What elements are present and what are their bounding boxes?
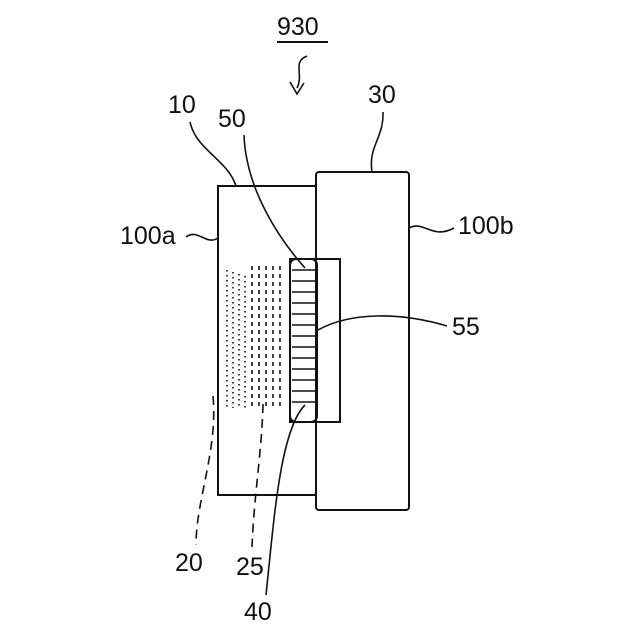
leader-50: [244, 135, 305, 268]
label-100b: 100b: [458, 212, 514, 240]
leader-100b: [409, 226, 454, 232]
label-50: 50: [218, 105, 246, 133]
leader-40: [266, 405, 305, 595]
leader-100a: [186, 234, 218, 240]
leader-30: [371, 112, 383, 172]
label-40: 40: [244, 598, 272, 626]
substrate-30: [316, 172, 409, 510]
leader-55: [318, 316, 447, 330]
substrate-10: [218, 186, 316, 495]
label-30: 30: [368, 81, 396, 109]
label-55: 55: [452, 313, 480, 341]
label-25: 25: [236, 553, 264, 581]
arrow-930: [297, 56, 307, 88]
label-10: 10: [168, 91, 196, 119]
label-20: 20: [175, 549, 203, 577]
label-930: 930: [277, 13, 319, 41]
comb-electrode-40: [290, 259, 317, 422]
leader-25: [252, 404, 263, 547]
dotted-region-20: [227, 270, 245, 408]
leader-20: [196, 396, 214, 545]
dashed-region-25: [252, 266, 280, 410]
label-100a: 100a: [120, 222, 176, 250]
